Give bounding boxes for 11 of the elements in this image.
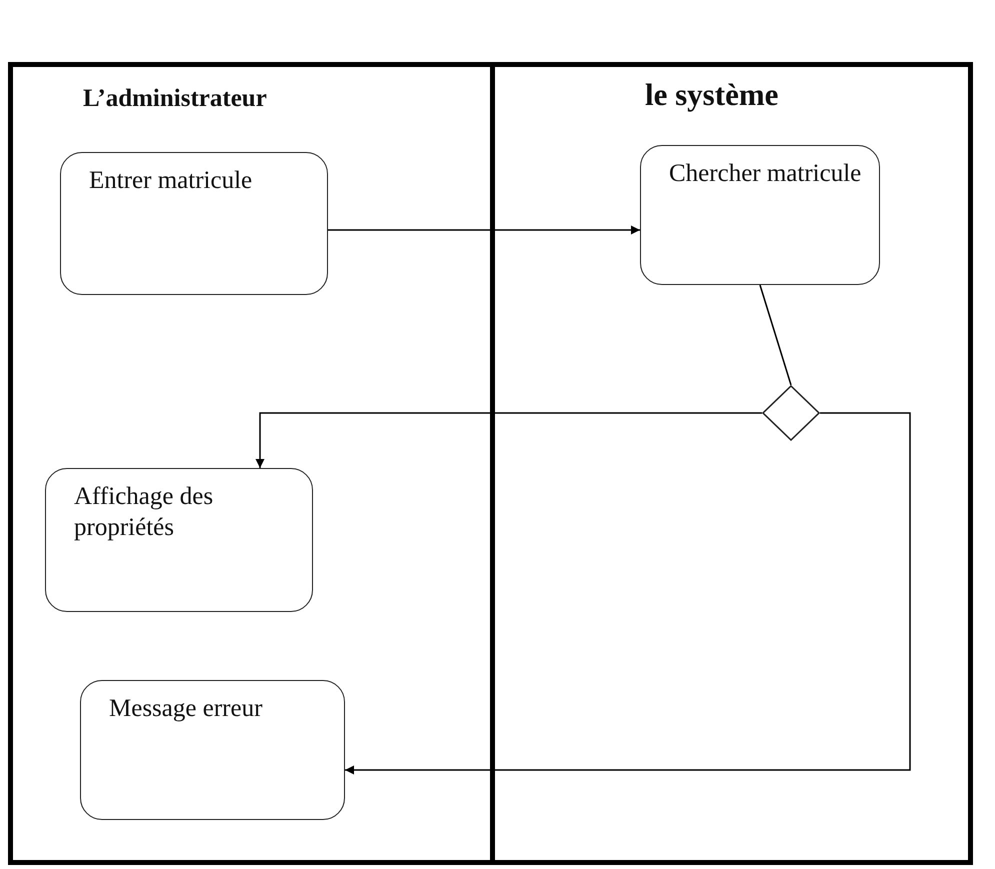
- arrow: [256, 412, 762, 468]
- lane-heading: le système: [645, 77, 778, 113]
- activity-box: Message erreur: [80, 680, 345, 820]
- activity-box: Affichage des propriétés: [45, 468, 313, 612]
- connector-line: [759, 284, 792, 386]
- lane-heading: L’administrateur: [83, 85, 267, 113]
- arrow: [328, 226, 640, 234]
- diamond-node: [762, 385, 820, 441]
- arrow: [345, 412, 911, 774]
- activity-box: Chercher matricule: [640, 145, 880, 285]
- activity-box: Entrer matricule: [60, 152, 328, 295]
